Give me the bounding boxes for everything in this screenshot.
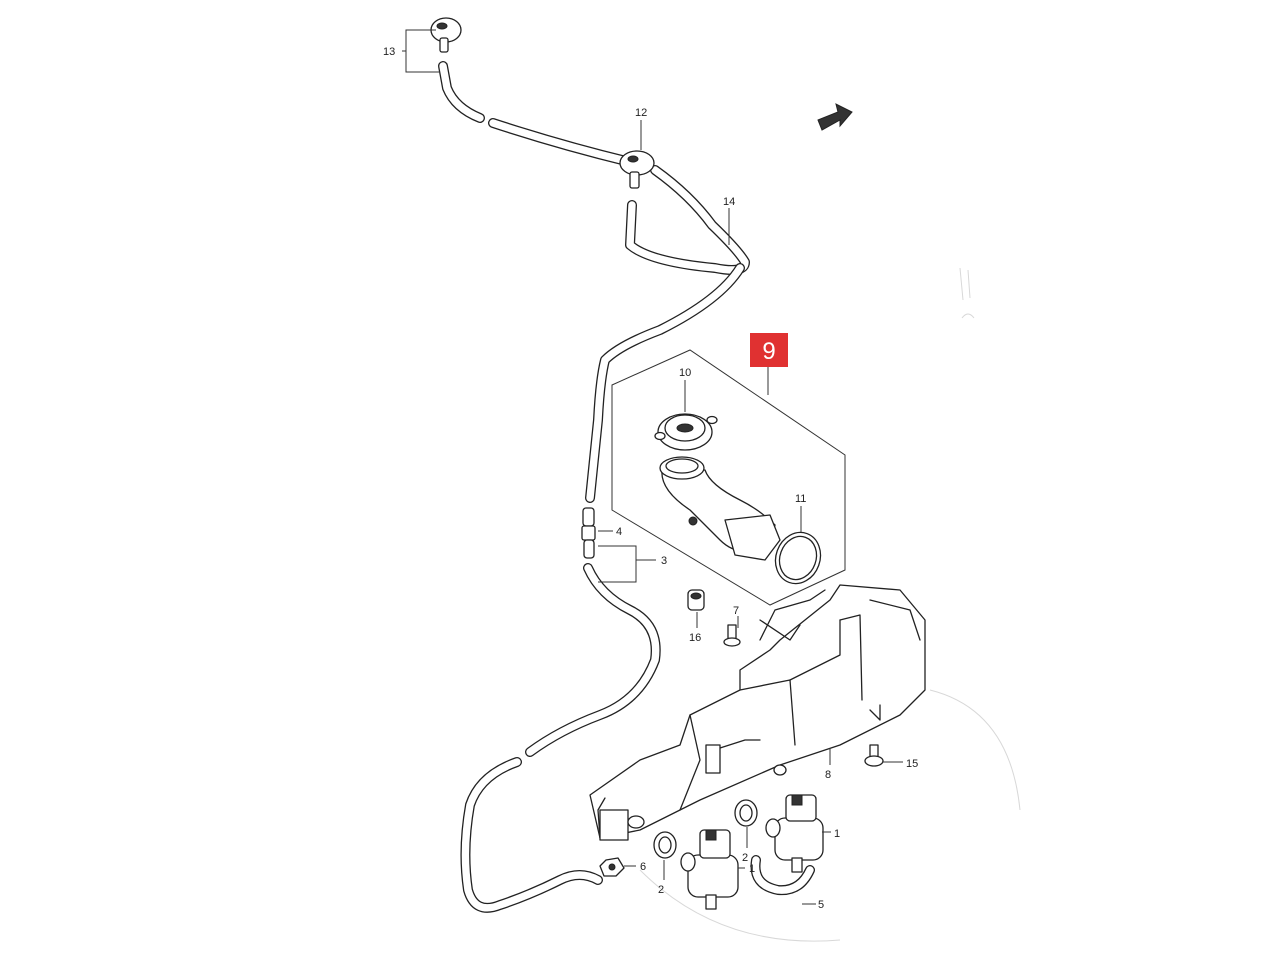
- pump-1-right: [765, 794, 824, 873]
- callout-12: 12: [635, 107, 647, 119]
- callout-1-left: 1: [749, 863, 755, 875]
- highlight-badge-9[interactable]: 9: [750, 333, 788, 367]
- callout-2-right: 2: [742, 852, 748, 864]
- joint-4: [581, 507, 596, 559]
- callout-10: 10: [679, 367, 691, 379]
- callout-16: 16: [689, 632, 701, 644]
- grommet-2-left: [653, 831, 677, 859]
- bolt-15: [864, 744, 884, 767]
- washer-tank-8: [589, 584, 926, 841]
- callout-2-left: 2: [658, 884, 664, 896]
- callout-15: 15: [906, 758, 918, 770]
- pump-1-left: [680, 829, 739, 910]
- callout-13: 13: [383, 46, 395, 58]
- callout-5: 5: [818, 899, 824, 911]
- filler-cap-10: [654, 413, 718, 451]
- hose-assembly: [438, 61, 815, 913]
- nozzle-13: [430, 17, 462, 53]
- kit-9-bracket: [611, 349, 846, 606]
- background-marks: [639, 267, 1021, 942]
- callout-4: 4: [616, 526, 622, 538]
- callout-8: 8: [825, 769, 831, 781]
- grommet-16: [687, 589, 705, 611]
- callout-labels: 13 12 14 10 11 4 3 7 16 8 15 6 2 2 1 1 5: [383, 46, 918, 911]
- nozzle-12: [619, 150, 655, 189]
- callout-1-right: 1: [834, 828, 840, 840]
- callout-3: 3: [661, 555, 667, 567]
- callout-14: 14: [723, 196, 735, 208]
- grommet-2-right: [734, 799, 758, 827]
- front-arrow-icon: [817, 103, 853, 131]
- o-ring-11: [774, 531, 822, 585]
- callout-6: 6: [640, 861, 646, 873]
- bolt-7: [723, 624, 741, 647]
- callout-9: 9: [762, 338, 775, 365]
- nut-6: [599, 857, 625, 877]
- highlight-badge-bg: [750, 333, 788, 367]
- leader-lines: [402, 29, 903, 905]
- hose-3: [525, 563, 661, 757]
- callout-11: 11: [795, 493, 806, 505]
- filler-neck: [659, 456, 781, 561]
- callout-7: 7: [733, 605, 739, 617]
